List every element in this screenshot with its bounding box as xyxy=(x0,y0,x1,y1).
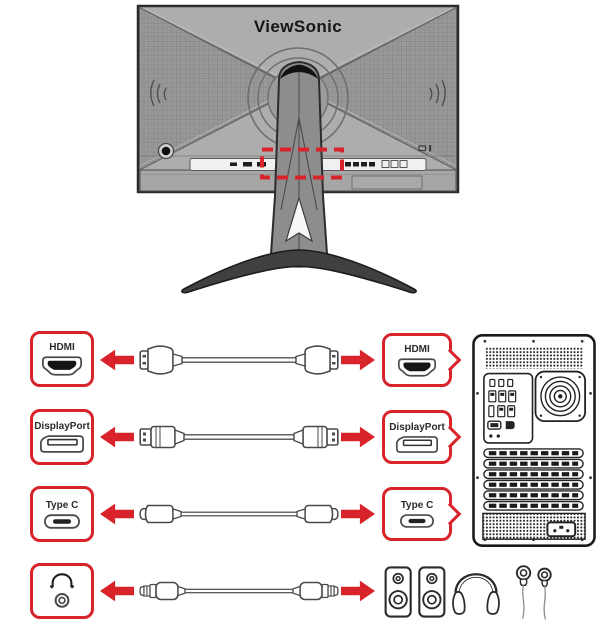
source-hdmi-label: HDMI xyxy=(404,343,430,355)
usb-c-port-icon xyxy=(400,514,434,528)
stand-arrow-detail xyxy=(284,195,314,243)
earbuds-icon xyxy=(515,565,552,620)
viewsonic-logo: ViewSonic xyxy=(254,17,342,36)
top-vent-mesh xyxy=(484,346,584,369)
stand-base xyxy=(181,249,417,294)
usb-c-port-icon xyxy=(44,513,80,529)
arrow-left-icon xyxy=(100,426,134,448)
monitor-displayport-port-box: DisplayPort xyxy=(30,409,94,465)
headphones-icon xyxy=(452,573,500,615)
arrow-right-icon xyxy=(341,349,375,371)
hdmi-cable-illustration xyxy=(139,345,339,375)
monitor-audio-out-box xyxy=(30,563,94,619)
monitor-type-c-port-box: Type C xyxy=(30,486,94,542)
source-displayport-port-callout: DisplayPort xyxy=(382,410,452,464)
arrow-left-icon xyxy=(100,503,134,525)
right-speaker-slits xyxy=(429,79,446,107)
source-type-c-label: Type C xyxy=(400,500,434,511)
left-speaker-slits xyxy=(150,79,167,107)
hdmi-port-icon xyxy=(42,356,82,376)
power-inlet xyxy=(546,521,577,538)
monitor-stand xyxy=(181,60,417,294)
arrow-left-icon xyxy=(100,349,134,371)
speakers-icon xyxy=(384,566,446,618)
audio-cable-illustration xyxy=(139,581,339,601)
monitor-rear-illustration: ViewSonic xyxy=(136,4,460,294)
usb-c-cable-illustration xyxy=(139,504,339,524)
hdmi-port-icon xyxy=(398,357,436,377)
monitor-displayport-label: DisplayPort xyxy=(34,421,90,432)
monitor-hdmi-label: HDMI xyxy=(49,342,75,353)
headphones-jack-icon xyxy=(50,573,74,608)
source-type-c-port-callout: Type C xyxy=(382,487,452,541)
displayport-port-icon xyxy=(40,435,84,453)
kensington-lock-mark xyxy=(418,145,427,152)
arrow-right-icon xyxy=(341,426,375,448)
expansion-slots xyxy=(483,448,584,511)
arrow-left-icon xyxy=(100,580,134,602)
monitor-type-c-label: Type C xyxy=(45,499,79,511)
monitor-hdmi-port-box: HDMI xyxy=(30,331,94,387)
arrow-right-icon xyxy=(341,580,375,602)
rating-label xyxy=(351,175,423,190)
ports-highlight-box xyxy=(260,147,344,180)
source-displayport-label: DisplayPort xyxy=(389,421,445,433)
displayport-port-icon xyxy=(396,435,438,453)
source-hdmi-port-callout: HDMI xyxy=(382,333,452,387)
arrow-right-icon xyxy=(341,503,375,525)
displayport-cable-illustration xyxy=(139,425,339,449)
computer-tower-illustration xyxy=(472,334,596,547)
